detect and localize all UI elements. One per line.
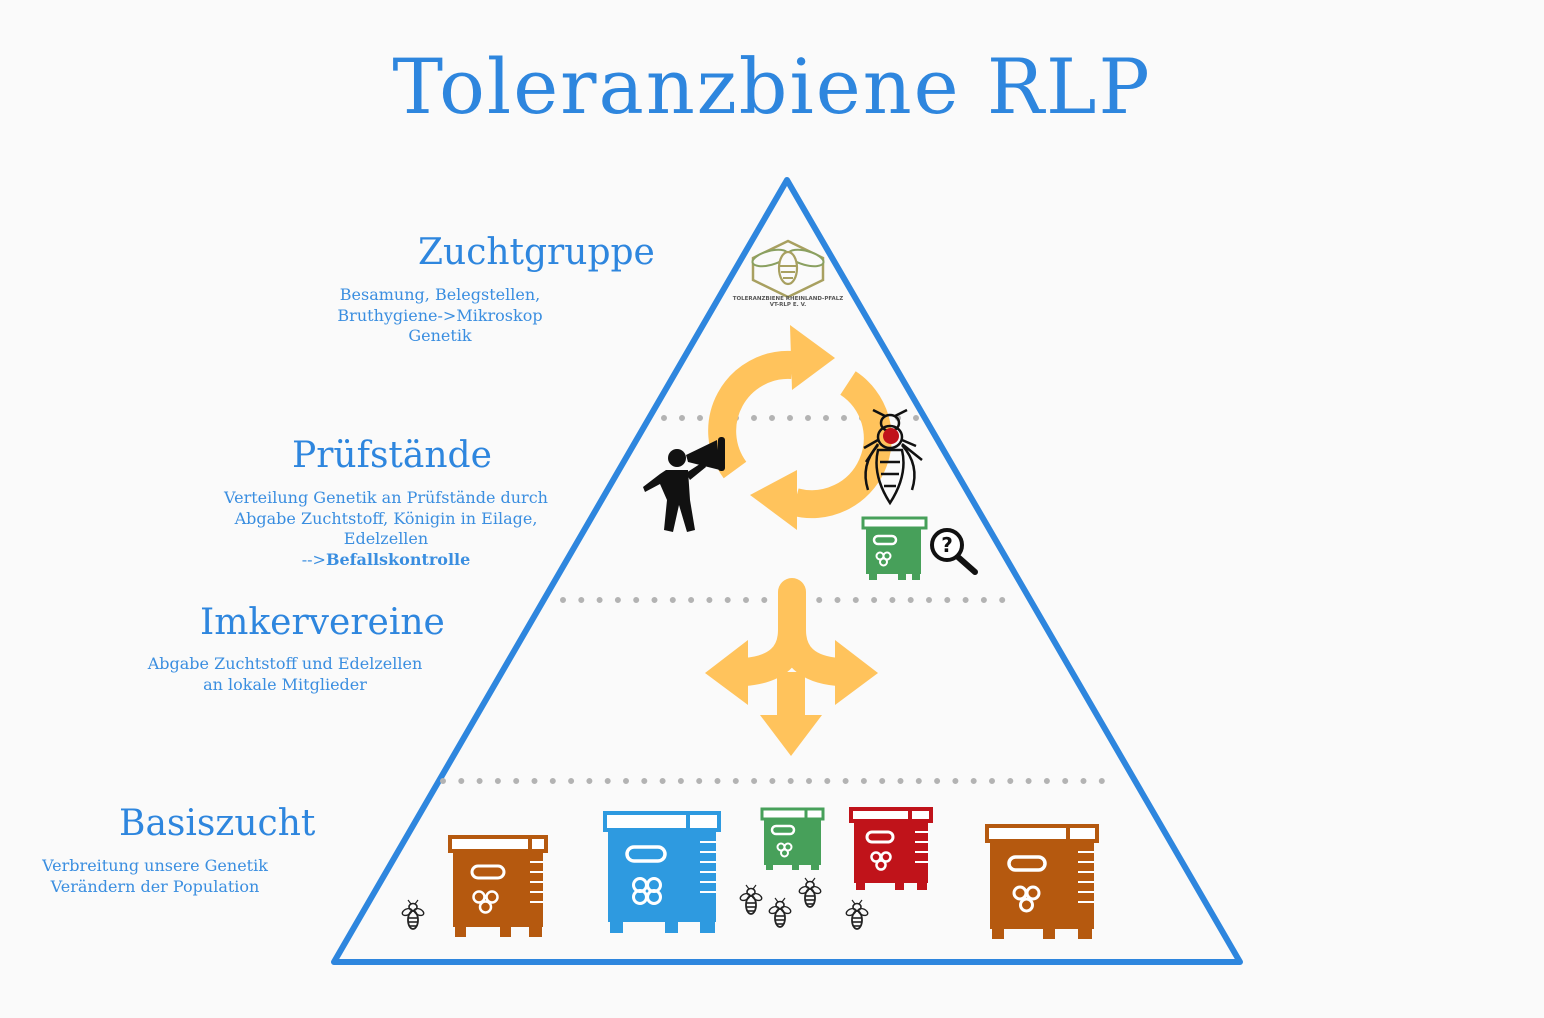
megaphone-person-icon	[643, 437, 725, 532]
hive-icon	[849, 807, 933, 890]
emphasis-text: Befallskontrolle	[325, 549, 471, 569]
bee-icon	[844, 899, 870, 930]
bee-icon	[767, 897, 793, 928]
bee-icon	[797, 877, 823, 908]
bee-logo-icon: TOLERANZBIENE RHEINLAND-PFALZ VT-RLP E. …	[733, 239, 844, 308]
cycle-arrows-icon	[708, 325, 892, 530]
desc-line: Abgabe Zuchtstoff, Königin in Eilage,	[234, 508, 538, 528]
desc-line: Edelzellen	[343, 529, 429, 548]
logo-line-2: VT-RLP E. V.	[770, 302, 807, 308]
desc-line: Verteilung Genetik an Prüfstände durch	[224, 488, 548, 507]
logo-line-1: TOLERANZBIENE RHEINLAND-PFALZ	[733, 296, 844, 302]
svg-text:?: ?	[941, 533, 953, 557]
hive-icon	[760, 807, 825, 870]
desc-line: Genetik	[408, 326, 472, 345]
split-arrows-icon	[705, 578, 878, 756]
queen-bee-icon	[863, 408, 923, 506]
level-desc-pruefstaende: Verteilung Genetik an Prüfstände durch A…	[206, 488, 566, 570]
desc-line: an lokale Mitglieder	[203, 674, 367, 694]
level-heading-pruefstaende: Prüfstände	[292, 435, 492, 476]
hive-icon	[603, 811, 721, 933]
magnifier-question-icon: ?	[930, 528, 978, 575]
desc-line: Bruthygiene->Mikroskop	[337, 305, 543, 325]
level-desc-basiszucht: Verbreitung unsere Genetik Verändern der…	[30, 856, 280, 897]
desc-line-emphasis: -->Befallskontrolle	[206, 550, 566, 571]
desc-line: Verbreitung unsere Genetik	[42, 856, 268, 875]
desc-line: Abgabe Zuchtstoff und Edelzellen	[147, 654, 423, 673]
page-title: Toleranzbiene RLP	[392, 42, 1152, 131]
hive-icon	[448, 835, 548, 937]
desc-line: Besamung, Belegstellen,	[339, 285, 541, 304]
level-heading-imkervereine: Imkervereine	[200, 602, 445, 643]
level-desc-imkervereine: Abgabe Zuchtstoff und Edelzellen an loka…	[130, 654, 440, 695]
bee-icon	[738, 884, 764, 915]
hive-icon	[861, 516, 928, 580]
level-heading-basiszucht: Basiszucht	[119, 803, 316, 844]
pyramid-outline	[331, 177, 1243, 965]
hive-icon	[985, 824, 1099, 939]
bee-icon	[400, 899, 426, 930]
level-desc-zuchtgruppe: Besamung, Belegstellen, Bruthygiene->Mik…	[330, 285, 550, 347]
emphasis-prefix: -->	[301, 549, 326, 569]
desc-line: Verändern der Population	[50, 876, 260, 896]
level-heading-zuchtgruppe: Zuchtgruppe	[418, 232, 655, 273]
